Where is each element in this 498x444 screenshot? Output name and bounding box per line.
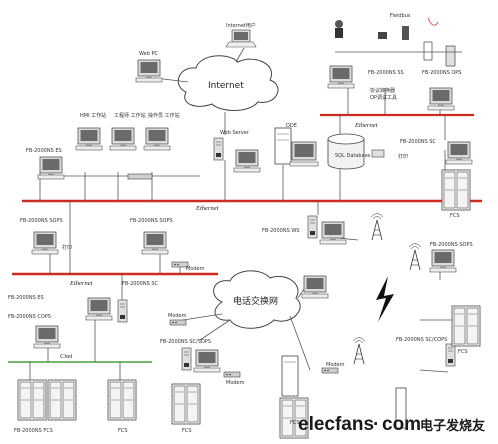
fcs-br-label: FCS bbox=[290, 420, 300, 426]
fcs-bm-label: FCS bbox=[118, 428, 128, 434]
op-tools-label: OP调试工具 bbox=[370, 94, 397, 101]
svg-text:电子发烧友: 电子发烧友 bbox=[420, 418, 485, 434]
sc-mid-monitor[interactable] bbox=[85, 297, 113, 321]
web-server-monitor[interactable] bbox=[233, 149, 261, 173]
bottom-right-tower[interactable] bbox=[395, 387, 407, 429]
sops-right-monitor[interactable] bbox=[429, 249, 457, 273]
fb-es-label: FB-2000NS ES bbox=[26, 148, 62, 154]
cops-monitor[interactable] bbox=[33, 325, 61, 349]
fb-es-small-label: FB-2000NS ES bbox=[8, 295, 44, 301]
phone-network-label: 电话交换网 bbox=[233, 295, 278, 307]
radio-tower-bottom bbox=[352, 337, 366, 365]
internet-user-label: Internet用户 bbox=[226, 22, 256, 29]
internet-user-laptop[interactable] bbox=[225, 29, 257, 48]
sql-database-label: SQL Database bbox=[335, 153, 370, 159]
sc-right-monitor[interactable] bbox=[445, 141, 473, 165]
protocol-label: 协议转换器 bbox=[370, 87, 395, 94]
fb-ws-label: FB-2000NS WS bbox=[262, 228, 299, 234]
phone-server[interactable] bbox=[281, 355, 299, 397]
sops-left-monitor[interactable] bbox=[31, 231, 59, 255]
elecfans-watermark: elecfans · com 电子发烧友 bbox=[298, 414, 485, 435]
modem-right[interactable] bbox=[321, 367, 339, 374]
fcs-bl-label: FB-2000NS FCS bbox=[14, 428, 53, 434]
fb-sc-mid-label: FB-2000NS SC bbox=[122, 281, 159, 287]
modem-right-label: Modem bbox=[326, 362, 345, 368]
print-left-label: 打印 bbox=[62, 244, 72, 251]
dde-server[interactable] bbox=[274, 127, 292, 165]
fcs-bc-cabinet[interactable] bbox=[171, 383, 201, 425]
workstation-hmi[interactable] bbox=[75, 127, 103, 151]
fb-cops-label: FB-2000NS COPS bbox=[8, 314, 51, 320]
modem-mid-label: Modem bbox=[186, 266, 205, 272]
fb-top-ops-label: FB-2000NS OPS bbox=[422, 70, 461, 76]
switch-hub[interactable] bbox=[127, 173, 153, 180]
fcs-right-top-cabinet[interactable] bbox=[441, 169, 471, 211]
fcs-bm-cabinet[interactable] bbox=[107, 379, 137, 421]
top-ops-monitor[interactable] bbox=[327, 65, 355, 89]
ws-op-label: 操作员 工作站 bbox=[148, 112, 180, 119]
svg-text:·: · bbox=[373, 414, 379, 435]
sc-mid-tower[interactable] bbox=[117, 299, 128, 323]
modem-left[interactable] bbox=[169, 319, 187, 326]
fb-sc-sops-label: FB-2000NS SC/SOPS bbox=[160, 339, 211, 345]
radio-tower-right bbox=[408, 243, 422, 271]
internet-cloud: Internet bbox=[177, 55, 279, 111]
modem-left-label: Modem bbox=[168, 313, 187, 319]
fcs-right-bottom-label: FCS bbox=[458, 349, 468, 355]
fb-sc-cops-label: FB-2000NS SC/COPS bbox=[396, 337, 447, 343]
workstation-engineer[interactable] bbox=[109, 127, 137, 151]
fcs-right-bottom-cabinet[interactable] bbox=[451, 305, 481, 347]
fb-sc-right-label: FB-2000NS SC bbox=[400, 139, 437, 145]
svg-text:com: com bbox=[382, 414, 421, 435]
sc-cops-tower[interactable] bbox=[445, 343, 456, 367]
ws-monitor[interactable] bbox=[319, 221, 347, 245]
ethernet-left-label: Ethernet bbox=[69, 280, 93, 287]
dde-label: DDE bbox=[286, 123, 297, 129]
sc-sops-monitor[interactable] bbox=[193, 349, 221, 373]
ws-eng-label: 工程师 工作站 bbox=[114, 112, 146, 119]
printer-label: 打印 bbox=[398, 153, 408, 160]
ethernet-main-label: Ethernet bbox=[195, 205, 219, 212]
wireless-lightning-icon bbox=[376, 276, 394, 322]
fb-sops-right-label: FB-2000NS SOPS bbox=[430, 242, 473, 248]
fb-es-workstation[interactable] bbox=[37, 156, 65, 180]
dde-monitor[interactable] bbox=[289, 141, 319, 167]
fb-top-label: FB-2000NS SS bbox=[368, 70, 404, 76]
web-server[interactable] bbox=[213, 137, 224, 161]
top-ops-monitor-2[interactable] bbox=[427, 87, 455, 111]
ethernet-top-label: Ethernet bbox=[354, 122, 378, 129]
fieldbus-label: Fieldbus bbox=[390, 13, 411, 19]
phone-network-cloud: 电话交换网 bbox=[213, 270, 301, 329]
fb-sops-label: FB-2000NS SOPS bbox=[20, 218, 63, 224]
web-pc[interactable] bbox=[135, 59, 163, 83]
ws-hmi-label: HMI 工作站 bbox=[80, 112, 106, 119]
fb-sops2-label: FB-2000NS SOPS bbox=[130, 218, 173, 224]
fieldbus-instruments bbox=[335, 17, 456, 67]
internet-label: Internet bbox=[208, 81, 244, 91]
fcs-bl-cabinet[interactable] bbox=[17, 379, 47, 421]
svg-text:elecfans: elecfans bbox=[298, 414, 374, 435]
modem-bottom-label: Modem bbox=[226, 380, 245, 386]
cnet-label: Cnet bbox=[60, 353, 72, 360]
workstation-operator[interactable] bbox=[143, 127, 171, 151]
modem-bottom[interactable] bbox=[223, 371, 241, 378]
sc-sops-tower[interactable] bbox=[181, 347, 192, 371]
printer-top[interactable] bbox=[371, 149, 385, 158]
web-pc-label: Web PC bbox=[139, 51, 159, 57]
fcs-bl-cabinet-2[interactable] bbox=[47, 379, 77, 421]
sql-database[interactable] bbox=[327, 133, 365, 170]
phone-monitor[interactable] bbox=[301, 275, 329, 299]
fcs-right-top-label: FCS bbox=[450, 213, 460, 219]
web-server-label: Web Server bbox=[220, 130, 250, 136]
fcs-bc-label: FCS bbox=[182, 428, 192, 434]
ws-tower[interactable] bbox=[307, 215, 318, 239]
sops-mid-monitor[interactable] bbox=[141, 231, 169, 255]
radio-tower-mid bbox=[370, 213, 384, 241]
